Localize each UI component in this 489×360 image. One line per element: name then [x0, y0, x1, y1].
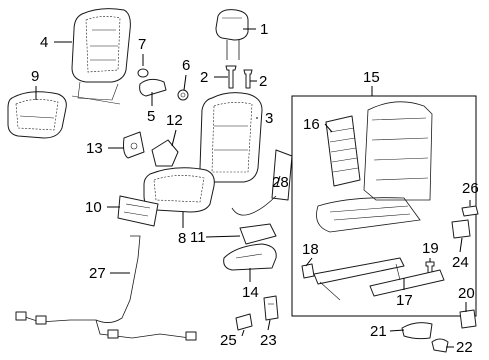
callout-13: 13	[86, 140, 103, 157]
callout-18: 18	[302, 241, 319, 258]
callout-27: 27	[89, 265, 106, 282]
callout-8: 8	[178, 230, 186, 247]
seat-frame-part	[316, 101, 433, 233]
seat-cushion-cover-part	[7, 91, 67, 139]
callout-4: 4	[40, 34, 48, 51]
small-cover-part	[235, 313, 253, 331]
callout-2-left: 2	[200, 69, 208, 86]
switch-part	[263, 295, 279, 321]
side-airbag-part	[231, 149, 293, 216]
outer-side-cover-part	[223, 243, 277, 271]
clip-part	[137, 68, 149, 78]
lumbar-support-part	[325, 115, 361, 187]
headrest-guide-part	[225, 65, 253, 89]
callout-20: 20	[458, 285, 475, 302]
callout-7: 7	[138, 36, 146, 53]
callout-3: 3	[265, 110, 273, 127]
callout-11: 11	[190, 229, 206, 246]
callout-26: 26	[462, 180, 479, 197]
recliner-cover-part	[123, 131, 145, 159]
seat-cushion-pad-part	[143, 167, 215, 213]
small-cap-part	[431, 338, 449, 353]
headrest-part	[215, 9, 249, 60]
seat-tray-part	[117, 195, 159, 227]
trim-cover-part	[139, 78, 167, 97]
callout-14: 14	[242, 284, 259, 301]
seat-rail-part	[313, 257, 445, 301]
callout-1: 1	[260, 21, 268, 38]
callout-25: 25	[220, 332, 237, 349]
callout-22: 22	[456, 339, 473, 356]
rail-end-cover-part	[401, 322, 433, 340]
wire-harness-part	[15, 235, 197, 341]
callout-12: 12	[166, 112, 183, 129]
side-garnish-part	[239, 223, 277, 245]
end-cover-part	[459, 309, 477, 329]
callout-28: 28	[272, 174, 289, 191]
callout-2-right: 2	[259, 73, 267, 90]
callout-9: 9	[31, 68, 39, 85]
seat-back-cover-part	[71, 8, 131, 105]
callout-21: 21	[370, 323, 387, 340]
callout-16: 16	[303, 116, 320, 133]
callout-23: 23	[260, 332, 277, 349]
callout-17: 17	[396, 292, 413, 309]
clip-small-part	[461, 205, 479, 217]
callout-6: 6	[182, 57, 190, 74]
callout-5: 5	[147, 108, 155, 125]
knob-part	[177, 89, 189, 101]
callout-labels: 1 2 2 3 4 5 6 7 8 9 10 11 12 13 14 15 16…	[31, 21, 479, 356]
seat-back-part	[199, 92, 263, 183]
rail-cover-part	[301, 263, 315, 279]
side-trim-part	[151, 139, 179, 167]
callout-24: 24	[452, 254, 469, 271]
foot-cover-part	[451, 219, 471, 239]
callout-19: 19	[422, 240, 439, 257]
callout-15: 15	[363, 69, 380, 86]
callout-10: 10	[85, 199, 102, 216]
leader-lines	[35, 28, 471, 348]
